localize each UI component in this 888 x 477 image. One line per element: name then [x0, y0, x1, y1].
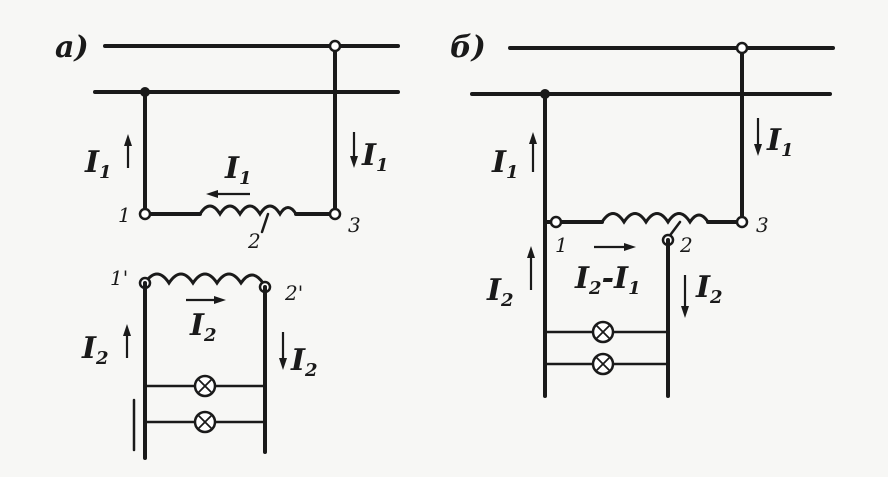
- current-i1-right-label: I1: [361, 138, 389, 176]
- panel-b-label: б): [450, 30, 486, 65]
- arrow-head: [206, 190, 218, 198]
- panel-a: a) 1 2 3 I1 I1 I1 1' 2': [55, 30, 400, 460]
- arrow-head: [529, 132, 537, 144]
- junction-node: [328, 39, 342, 53]
- arrow-head: [681, 306, 689, 318]
- panel-a-label: a): [55, 30, 89, 65]
- arrow-head: [123, 324, 131, 336]
- arrow-head: [527, 246, 535, 258]
- tap-lead: [260, 212, 270, 234]
- current-i2-coil-label: I2: [189, 308, 217, 346]
- terminal-2-label: 2: [247, 229, 261, 253]
- terminal-1p-label: 1': [110, 266, 128, 290]
- arrow-head: [124, 134, 132, 146]
- arrow-head: [214, 296, 226, 304]
- lamp-1: [193, 374, 217, 398]
- terminal-1: [138, 207, 152, 221]
- terminal-3: [328, 207, 342, 221]
- lamp-2: [591, 352, 615, 376]
- panel-b: б) 1 2 3 I1 I1 I2-I1 I2: [450, 30, 835, 398]
- terminal-2-label: 2: [679, 233, 693, 257]
- terminal-1-label: 1: [555, 233, 568, 257]
- arrow-head: [624, 243, 636, 251]
- current-i1-coil-label: I1: [224, 151, 252, 189]
- terminal-2p-label: 2': [284, 281, 303, 305]
- lamp-1: [591, 320, 615, 344]
- lamp-2: [193, 410, 217, 434]
- arrow-head: [279, 358, 287, 370]
- current-i2-left-label: I2: [486, 273, 514, 311]
- terminal-3-label: 3: [348, 213, 361, 237]
- terminal-3: [735, 215, 749, 229]
- autotransformer-winding: [600, 212, 710, 225]
- current-diff-label: I2-I1: [574, 261, 641, 299]
- current-i1-right-label: I1: [766, 123, 794, 161]
- arrow-head: [350, 156, 358, 168]
- current-i1-left-label: I1: [491, 145, 519, 183]
- secondary-winding: [143, 272, 265, 286]
- terminal-1: [549, 215, 563, 229]
- current-i2-right-label: I2: [695, 270, 723, 308]
- junction-dot: [140, 87, 150, 97]
- junction-dot: [540, 89, 550, 99]
- current-i1-left-label: I1: [84, 145, 112, 183]
- terminal-1-label: 1: [118, 203, 131, 227]
- junction-node: [735, 41, 749, 55]
- current-i2-right-label: I2: [290, 343, 318, 381]
- primary-winding: [198, 204, 298, 217]
- terminal-3-label: 3: [756, 213, 769, 237]
- arrow-head: [754, 144, 762, 156]
- current-i2-left-label: I2: [81, 331, 109, 369]
